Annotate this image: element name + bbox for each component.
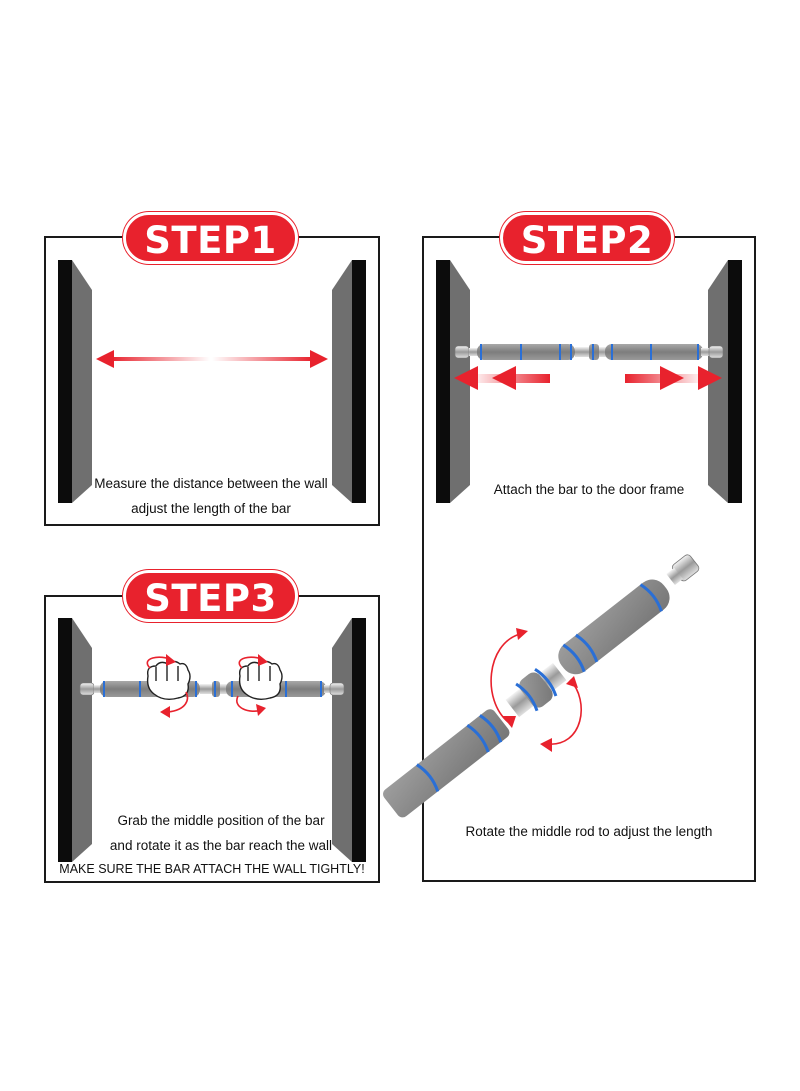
step3-rotation-arrow-icon xyxy=(146,654,268,718)
step3-left-wall-icon xyxy=(58,618,92,862)
step1-badge: STEP1 xyxy=(123,212,298,264)
fist-icon xyxy=(146,660,283,701)
step3-caption-line1: Grab the middle position of the bar xyxy=(117,813,325,828)
step2-right-wall-icon xyxy=(708,260,742,503)
step2-caption-bottom: Rotate the middle rod to adjust the leng… xyxy=(465,824,713,839)
step2-badge: STEP2 xyxy=(500,212,674,264)
step2-left-wall-icon xyxy=(436,260,470,503)
step2-push-arrows-icon xyxy=(454,366,722,390)
step1-panel xyxy=(44,236,380,526)
step3-caption-line2: and rotate it as the bar reach the wall xyxy=(109,838,333,853)
rotation-arrow-icon xyxy=(490,628,583,752)
step3-badge: STEP3 xyxy=(123,570,298,622)
step2-caption-top: Attach the bar to the door frame xyxy=(493,482,685,497)
step2-panel xyxy=(422,236,756,882)
double-arrow-icon xyxy=(96,350,328,368)
step2-closeup-bar-icon xyxy=(383,554,700,818)
step1-left-wall-icon xyxy=(58,260,92,503)
step3-right-wall-icon xyxy=(332,618,366,862)
step1-right-wall-icon xyxy=(332,260,366,503)
step1-caption-line2: adjust the length of the bar xyxy=(131,501,291,516)
step2-pull-up-bar-icon xyxy=(454,344,724,360)
step1-caption-line1: Measure the distance between the wall xyxy=(94,476,328,491)
step3-panel xyxy=(44,595,380,883)
step3-caption-warning: MAKE SURE THE BAR ATTACH THE WALL TIGHTL… xyxy=(59,862,365,876)
step3-pull-up-bar-icon xyxy=(79,681,345,697)
